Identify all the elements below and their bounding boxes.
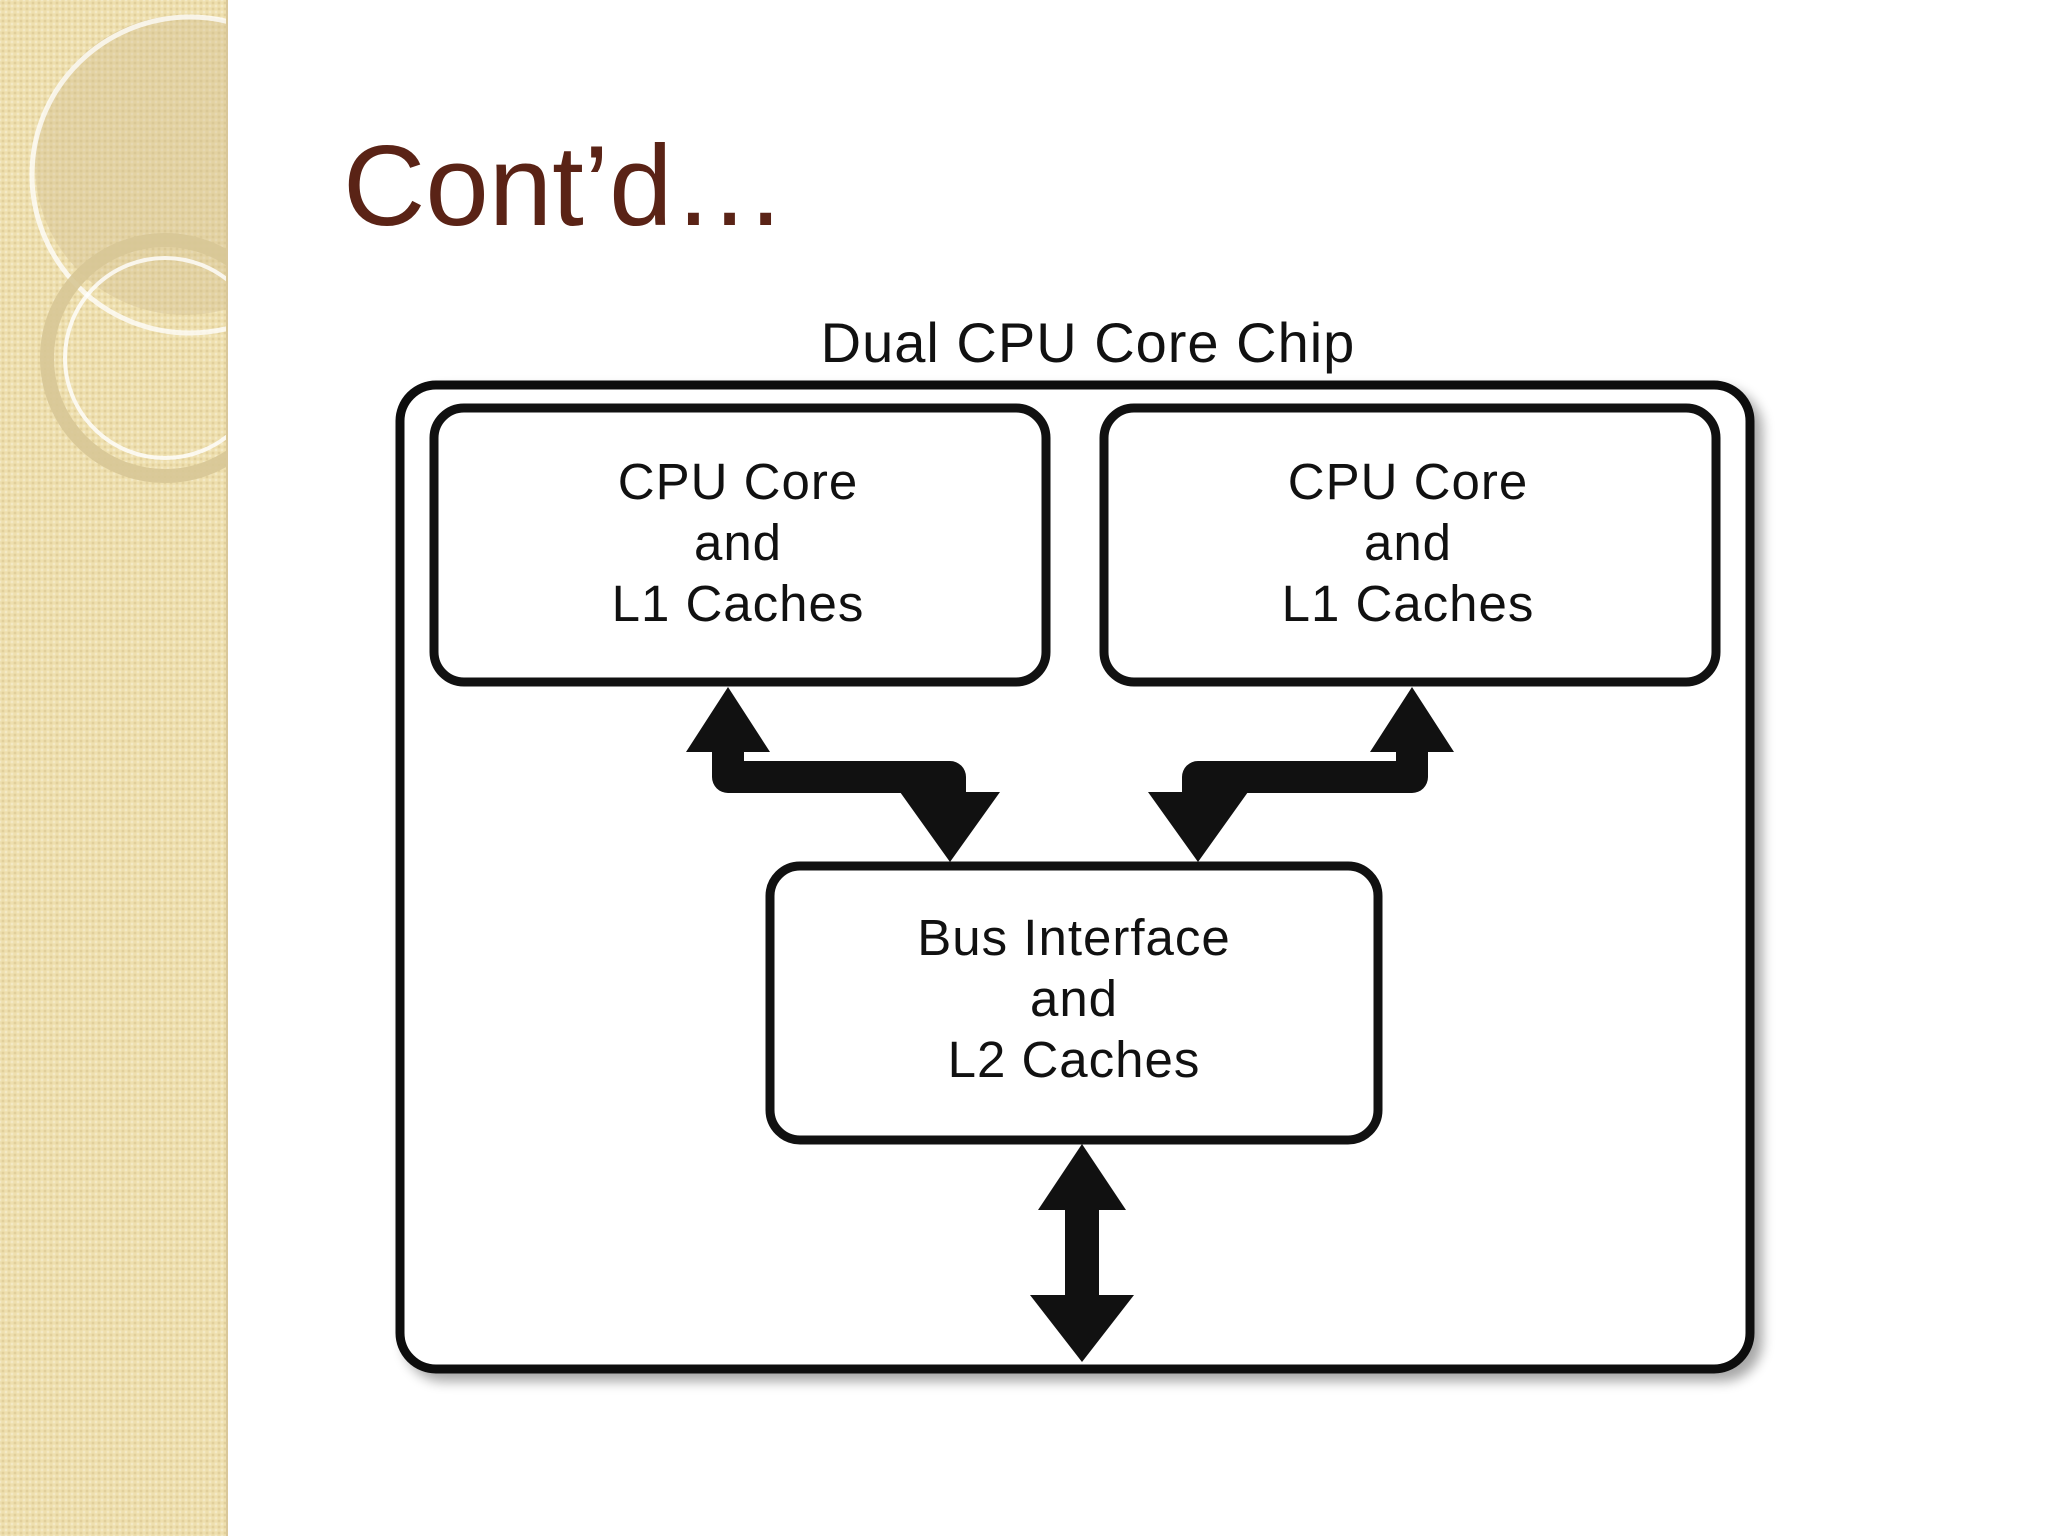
side-panel-edge	[226, 0, 228, 1536]
cpu-core-right-box	[1099, 403, 1721, 687]
cpu-core-right-line1: CPU Core	[1288, 453, 1528, 510]
cpu-core-right-line2: and	[1364, 514, 1452, 571]
bus-interface-line2: and	[1030, 970, 1118, 1027]
bus-interface-line3: L2 Caches	[948, 1031, 1201, 1088]
deco-ring-small	[40, 233, 226, 483]
slide-title: Cont’d…	[343, 123, 787, 250]
cpu-core-left-line3: L1 Caches	[612, 575, 865, 632]
left-core-bus-arrow	[686, 687, 1000, 862]
deco-ring-large	[29, 14, 226, 336]
deco-ring-small-inner	[63, 256, 226, 460]
diagram-caption: Dual CPU Core Chip	[821, 311, 1356, 374]
cpu-core-left-box	[429, 403, 1051, 687]
decorative-side-panel	[0, 0, 226, 1536]
bus-interface-line1: Bus Interface	[917, 909, 1231, 966]
cpu-core-left-line1: CPU Core	[618, 453, 858, 510]
decorative-rings	[29, 14, 226, 483]
right-core-bus-arrow	[1148, 687, 1454, 862]
external-bus-arrow	[1030, 1144, 1134, 1362]
cpu-core-right-line3: L1 Caches	[1282, 575, 1535, 632]
cpu-core-left-line2: and	[694, 514, 782, 571]
bus-interface-box	[765, 861, 1383, 1145]
